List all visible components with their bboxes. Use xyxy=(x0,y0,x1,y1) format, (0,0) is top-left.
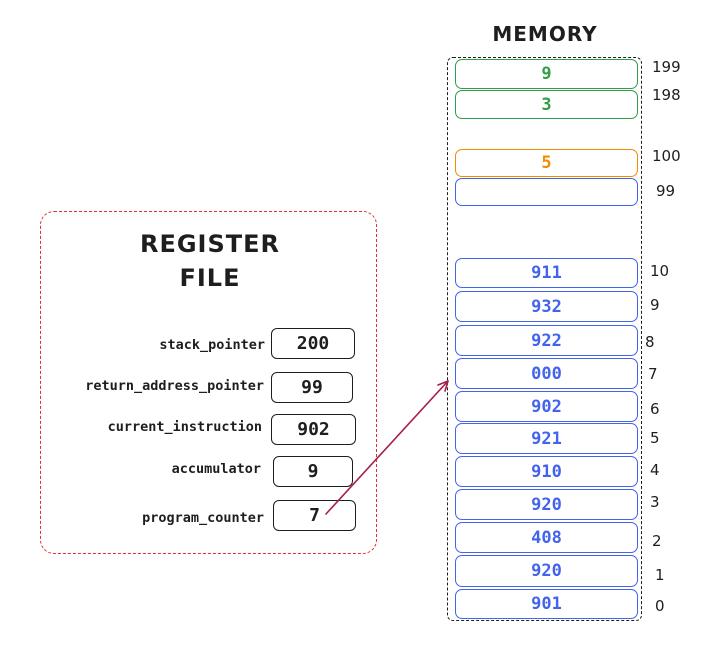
memory-cell-10: 911 xyxy=(455,258,638,288)
register-label-program-counter: program_counter xyxy=(142,510,264,526)
register-file-title: REGISTER FILE xyxy=(90,230,330,292)
memory-cell-value: 902 xyxy=(531,396,562,417)
memory-address-label: 4 xyxy=(650,461,660,479)
memory-title: MEMORY xyxy=(492,22,598,46)
memory-address-label: 2 xyxy=(652,532,662,550)
memory-address-label: 8 xyxy=(645,333,655,351)
memory-cell-value: 901 xyxy=(531,594,562,614)
memory-cell-8: 922 xyxy=(455,325,638,356)
memory-cell-value: 9 xyxy=(541,64,552,84)
memory-cell-value: 408 xyxy=(531,527,562,548)
register-file-title-line1: REGISTER xyxy=(139,230,281,258)
memory-cell-3: 920 xyxy=(455,489,638,520)
memory-cell-value: 000 xyxy=(531,363,562,384)
memory-address-label: 0 xyxy=(655,597,665,615)
register-label-accumulator: accumulator xyxy=(171,461,261,477)
register-value-program-counter: 7 xyxy=(273,500,356,531)
memory-cell-198: 3 xyxy=(455,90,638,119)
memory-address-label: 100 xyxy=(652,147,681,165)
memory-cell-value: 921 xyxy=(531,428,562,449)
memory-cell-value: 932 xyxy=(531,296,562,317)
register-value-current-instruction: 902 xyxy=(271,414,356,445)
memory-cell-value: 910 xyxy=(531,461,562,482)
memory-cell-value: 920 xyxy=(531,561,562,581)
memory-address-label: 5 xyxy=(650,429,660,447)
memory-address-label: 7 xyxy=(648,365,658,383)
memory-cell-9: 932 xyxy=(455,291,638,322)
memory-address-label: 199 xyxy=(652,58,681,76)
memory-cell-100: 5 xyxy=(455,149,638,177)
memory-outline xyxy=(447,57,642,621)
memory-cell-0: 901 xyxy=(455,589,638,619)
memory-cell-1: 920 xyxy=(455,555,638,587)
register-value-stack-pointer: 200 xyxy=(271,328,355,359)
memory-cell-value: 5 xyxy=(541,153,552,173)
memory-address-label: 198 xyxy=(652,86,681,104)
memory-address-label: 9 xyxy=(650,296,660,314)
memory-cell-7: 000 xyxy=(455,358,638,389)
register-file-title-line2: FILE xyxy=(179,264,241,292)
memory-address-label: 1 xyxy=(655,566,665,584)
register-value-return-address-pointer: 99 xyxy=(271,372,353,403)
register-value-accumulator: 9 xyxy=(273,456,353,487)
memory-address-label: 99 xyxy=(656,182,676,200)
register-file-panel xyxy=(40,211,377,554)
memory-cell-6: 902 xyxy=(455,391,638,422)
memory-cell-5: 921 xyxy=(455,423,638,454)
memory-cell-199: 9 xyxy=(455,59,638,89)
memory-cell-2: 408 xyxy=(455,522,638,553)
memory-cell-value: 3 xyxy=(541,94,552,115)
memory-address-label: 10 xyxy=(650,262,670,280)
memory-cell-4: 910 xyxy=(455,456,638,487)
memory-cell-99 xyxy=(455,178,638,206)
memory-cell-value: 911 xyxy=(531,263,562,283)
memory-address-label: 6 xyxy=(650,400,660,418)
register-label-return-address-pointer: return_address_pointer xyxy=(85,378,264,394)
register-label-stack-pointer: stack_pointer xyxy=(159,337,265,353)
memory-address-label: 3 xyxy=(650,493,660,511)
memory-cell-value: 922 xyxy=(531,330,562,351)
register-label-current-instruction: current_instruction xyxy=(107,419,262,435)
memory-cell-value: 920 xyxy=(531,494,562,515)
